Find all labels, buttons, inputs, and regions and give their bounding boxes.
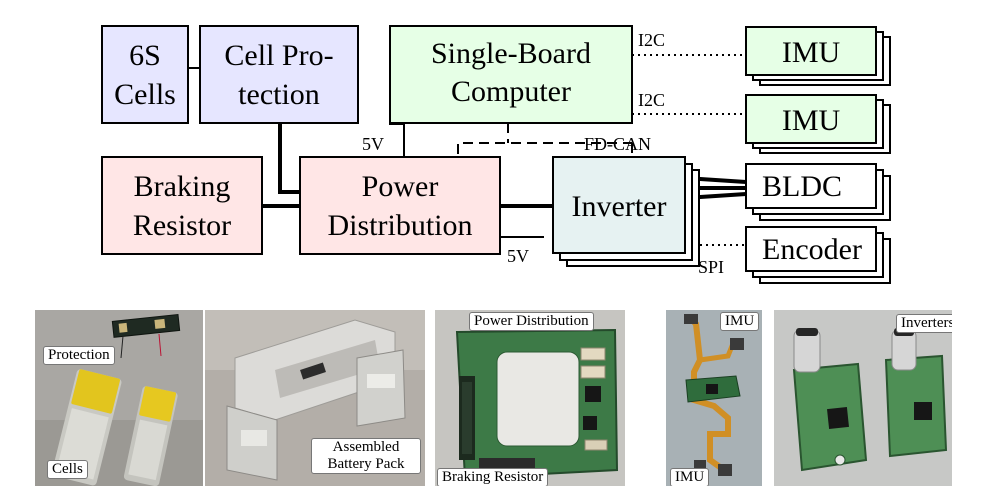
- braking-resistor-label-2: Resistor: [133, 209, 231, 242]
- power-distribution-block: Power Distribution: [299, 156, 501, 255]
- battery-pack-label-line-2: Battery Pack: [327, 456, 405, 472]
- power-distribution-label-1: Power: [362, 170, 439, 203]
- fd-can-label: FD-CAN: [584, 134, 651, 154]
- sbc-label-2: Computer: [451, 75, 571, 108]
- cells-block-label-1: 6S: [129, 39, 161, 72]
- imu-top-label: IMU: [782, 36, 841, 69]
- five-v-top-label: 5V: [362, 134, 384, 154]
- cells-block: 6S Cells: [101, 25, 189, 124]
- sbc-label-1: Single-Board: [431, 37, 591, 70]
- battery-pack-label: Assembled Battery Pack: [311, 438, 421, 474]
- cells-photo-label: Cells: [47, 460, 88, 479]
- protection-label: Protection: [43, 346, 115, 365]
- inverters-photo-label: Inverters: [896, 314, 952, 333]
- system-block-diagram: 6S Cells Cell Pro- tection Single-Board …: [101, 25, 891, 284]
- inverter-block: Inverter: [552, 156, 700, 267]
- i2c-bottom-label: I2C: [638, 90, 665, 110]
- bldc-block: BLDC: [745, 163, 891, 221]
- imu-top-block: IMU: [745, 26, 891, 86]
- cell-protection-label-2: tection: [238, 78, 320, 111]
- braking-resistor-block: Braking Resistor: [101, 156, 263, 255]
- imu-top-photo-label: IMU: [720, 312, 760, 331]
- encoder-block: Encoder: [745, 226, 891, 284]
- power-distribution-photo-label: Power Distribution: [469, 312, 594, 331]
- i2c-top-label: I2C: [638, 30, 665, 50]
- spi-label: SPI: [698, 257, 724, 277]
- power-distribution-label-2: Distribution: [327, 209, 472, 242]
- five-v-bottom-label: 5V: [507, 246, 529, 266]
- spi-bus-line: [692, 234, 746, 246]
- inverter-label: Inverter: [572, 190, 667, 223]
- single-board-computer-block: Single-Board Computer: [389, 25, 633, 124]
- braking-resistor-photo-label: Braking Resistor: [437, 468, 549, 486]
- cells-block-label-2: Cells: [114, 78, 176, 111]
- cell-protection-label-1: Cell Pro-: [224, 39, 333, 72]
- fd-can-bus-line: [457, 142, 632, 154]
- cell-protection-block: Cell Pro- tection: [199, 25, 359, 124]
- imu-bottom-photo-label: IMU: [670, 468, 710, 486]
- protection-to-power-wire: [278, 123, 300, 194]
- battery-parts-photo: Protection Cells: [35, 310, 203, 486]
- imu-flex-photo: IMU IMU: [666, 310, 762, 486]
- braking-resistor-label-1: Braking: [134, 170, 231, 203]
- inverters-photo: Inverters: [774, 310, 952, 486]
- bldc-label: BLDC: [762, 170, 842, 203]
- battery-pack-photo: Assembled Battery Pack: [205, 310, 425, 486]
- power-board-photo: Power Distribution Braking Resistor: [435, 310, 625, 486]
- encoder-label: Encoder: [762, 233, 862, 266]
- battery-pack-label-line-1: Assembled: [332, 439, 400, 455]
- imu-bottom-block: IMU: [745, 94, 891, 154]
- imu-bottom-label: IMU: [782, 104, 841, 137]
